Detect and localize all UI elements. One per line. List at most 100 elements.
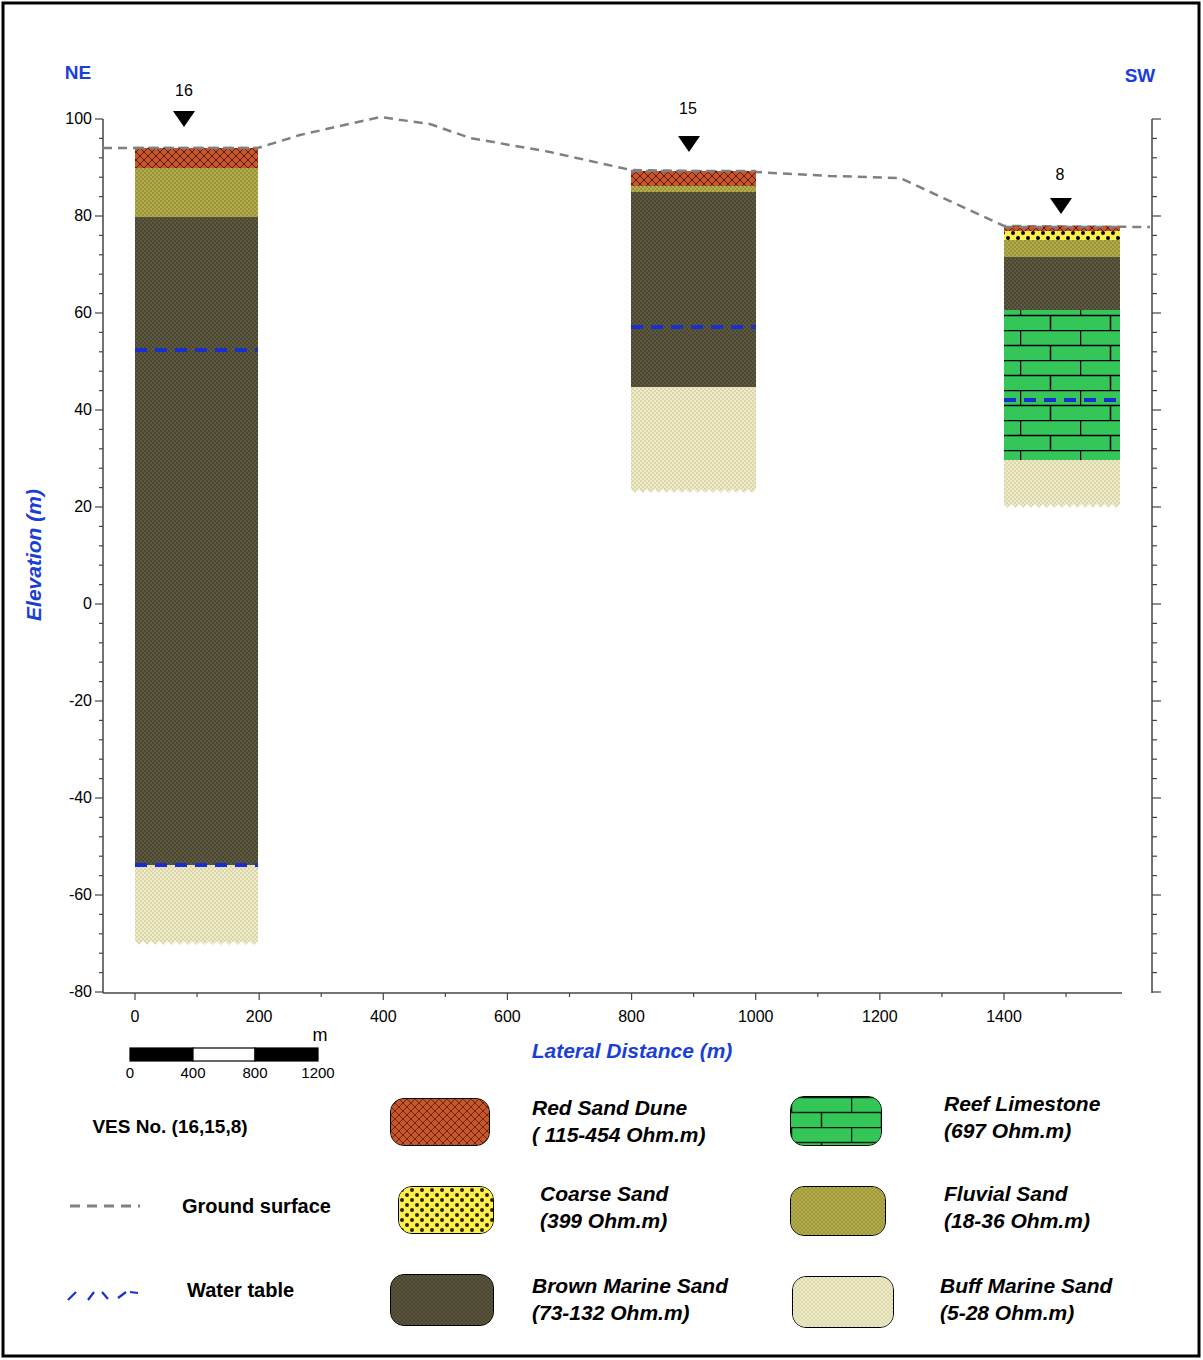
swatch-texture (791, 1187, 886, 1236)
scale-label: 0 (126, 1064, 134, 1081)
y-tick (1152, 836, 1157, 837)
y-tick (1152, 797, 1161, 798)
ves-column (631, 171, 756, 493)
y-tick (99, 138, 103, 139)
y-tick (1152, 817, 1157, 818)
x-tick (1003, 993, 1004, 1000)
y-tick (1152, 953, 1157, 954)
y-tick (99, 623, 103, 624)
swatch-texture (793, 1277, 894, 1328)
y-tick (1152, 312, 1161, 313)
swatch-texture (391, 1099, 490, 1146)
y-tick (99, 565, 103, 566)
y-tick (1152, 468, 1157, 469)
legend-swatch (790, 1096, 882, 1146)
legend-label: Ground surface (182, 1193, 331, 1219)
y-tick (1152, 545, 1157, 546)
axis-tick-label: 40 (74, 401, 92, 419)
axis-tick-label: 60 (74, 304, 92, 322)
swatch-texture (391, 1275, 494, 1326)
scale-label: 800 (242, 1064, 267, 1081)
x-tick (507, 993, 508, 1000)
axis-tick-label: -40 (69, 789, 92, 807)
y-tick (99, 371, 103, 372)
y-tick (1152, 778, 1157, 779)
axis-title: Lateral Distance (m) (532, 1039, 733, 1063)
scale-bar-segment (130, 1048, 193, 1061)
x-tick (196, 993, 197, 997)
legend-swatch (792, 1276, 894, 1328)
scale-bar-segment (193, 1048, 255, 1061)
y-tick (95, 894, 103, 895)
x-tick (321, 993, 322, 997)
swatch-texture (399, 1187, 494, 1234)
axis-tick-label: 1400 (986, 1008, 1022, 1026)
strata-layer (135, 168, 258, 217)
strata-layer (135, 148, 258, 168)
y-tick (1152, 739, 1157, 740)
strata-layer (631, 192, 756, 387)
strata-layer (135, 217, 258, 865)
ves-marker (678, 136, 700, 152)
y-tick (99, 390, 103, 391)
y-tick (99, 196, 103, 197)
strata-layer (1004, 310, 1120, 460)
y-tick (99, 235, 103, 236)
strata-layer (135, 865, 258, 945)
axis-tick-label: 0 (131, 1008, 140, 1026)
y-tick (1152, 448, 1157, 449)
y-tick (99, 759, 103, 760)
y-tick (99, 856, 103, 857)
y-tick (1152, 293, 1157, 294)
y-tick (99, 293, 103, 294)
y-tick (1152, 487, 1157, 488)
y-tick (1152, 196, 1157, 197)
axis-tick-label: 800 (618, 1008, 645, 1026)
y-tick (99, 487, 103, 488)
y-tick (99, 254, 103, 255)
y-tick (1152, 972, 1157, 973)
swatch-texture (391, 1275, 494, 1326)
y-tick (99, 662, 103, 663)
y-tick (1152, 332, 1157, 333)
ves-marker (1050, 198, 1072, 214)
ground-surface-line (631, 170, 756, 173)
ground-surface-line (1004, 226, 1120, 229)
legend-note: VES No. (16,15,8) (92, 1116, 247, 1138)
x-tick (383, 993, 384, 1000)
axis-tick-label: -60 (69, 886, 92, 904)
ves-number: 15 (679, 100, 697, 118)
swatch-texture (791, 1097, 882, 1146)
y-tick (99, 584, 103, 585)
y-tick (1152, 351, 1157, 352)
x-tick (445, 993, 446, 997)
y-tick (1152, 409, 1161, 410)
x-tick (569, 993, 570, 997)
x-tick (879, 993, 880, 1000)
y-tick (95, 409, 103, 410)
axis-tick-label: -20 (69, 692, 92, 710)
y-tick (1152, 254, 1157, 255)
x-axis (103, 992, 1122, 994)
ves-column (1004, 226, 1120, 508)
y-tick (1152, 603, 1161, 604)
legend-label: Brown Marine Sand(73-132 Ohm.m) (532, 1272, 728, 1327)
axis-tick-label: 1200 (862, 1008, 898, 1026)
y-tick (99, 953, 103, 954)
axis-tick-label: 80 (74, 207, 92, 225)
y-tick (99, 448, 103, 449)
y-tick (1152, 506, 1161, 507)
x-tick (259, 993, 260, 1000)
y-tick (1152, 642, 1157, 643)
legend-line-sample (68, 1199, 142, 1213)
y-tick (95, 215, 103, 216)
direction-label: SW (1125, 65, 1156, 87)
y-tick (1152, 681, 1157, 682)
y-tick (99, 157, 103, 158)
ground-surface-line (135, 147, 258, 150)
y-tick (95, 506, 103, 507)
y-tick (1152, 894, 1161, 895)
strata-layer (631, 171, 756, 186)
strata-layer (631, 387, 756, 493)
